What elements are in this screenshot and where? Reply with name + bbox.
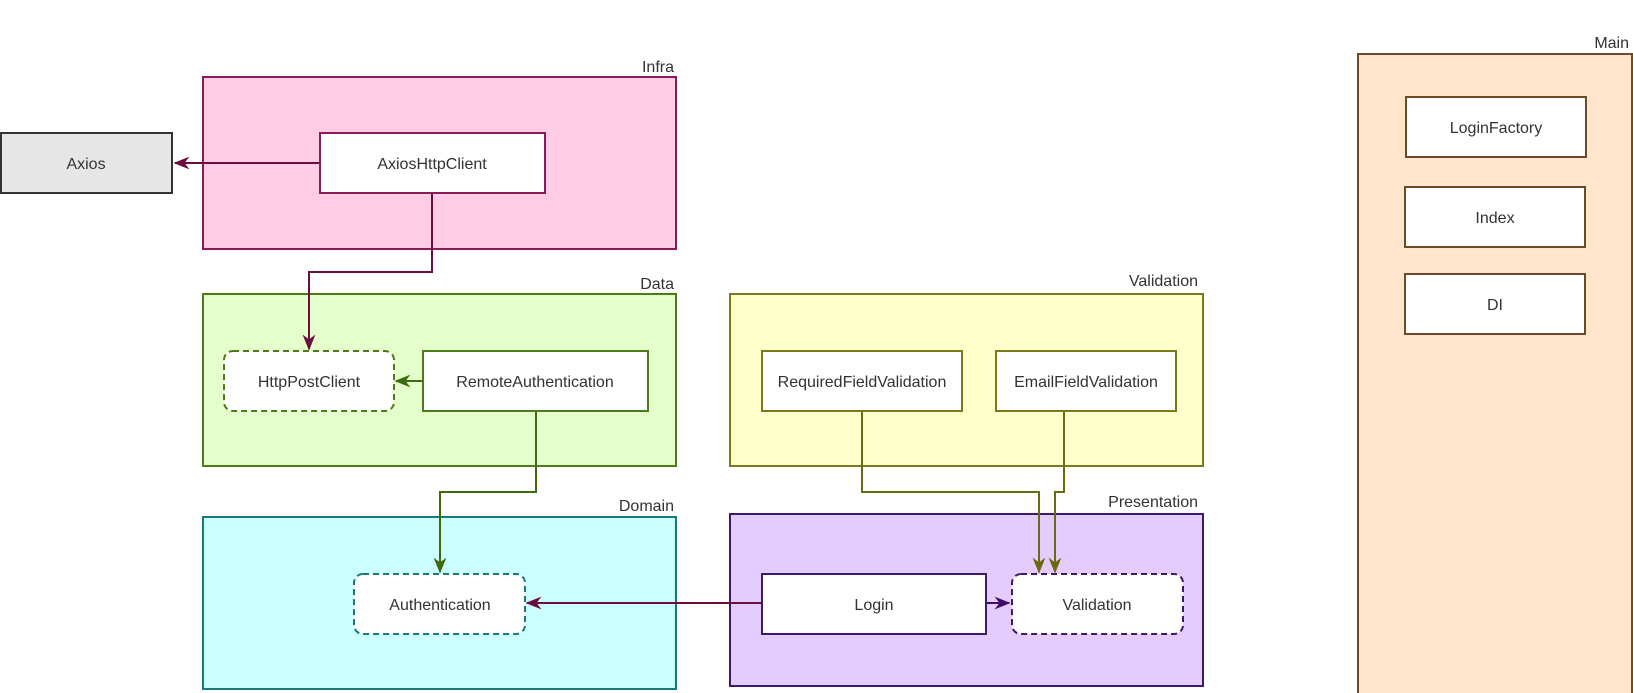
node-remote-authentication-label: RemoteAuthentication (456, 374, 613, 391)
node-axios[interactable]: Axios (0, 132, 173, 194)
node-required-field-validation-label: RequiredFieldValidation (778, 374, 947, 391)
node-axios-http-client[interactable]: AxiosHttpClient (319, 132, 546, 194)
node-login-factory[interactable]: LoginFactory (1405, 96, 1587, 158)
group-infra-label: Infra (642, 59, 674, 76)
group-main-label: Main (1594, 35, 1629, 52)
node-authentication-label: Authentication (389, 597, 490, 614)
node-required-field-validation-box[interactable] (761, 350, 963, 412)
node-index-label: Index (1475, 210, 1514, 227)
node-di-label: DI (1487, 297, 1503, 314)
node-login-box[interactable] (761, 573, 987, 635)
node-login-factory-label: LoginFactory (1450, 120, 1543, 137)
edge-remoteauth-to-authentication (433, 411, 537, 574)
edge-requiredfield-to-validation (861, 411, 1046, 574)
node-login-factory-box[interactable] (1405, 96, 1587, 158)
node-axios-label: Axios (66, 156, 105, 173)
group-presentation-label: Presentation (1108, 494, 1198, 511)
node-authentication-box[interactable] (353, 573, 526, 635)
group-data-label: Data (640, 276, 674, 293)
node-validation-box[interactable] (1011, 573, 1184, 635)
node-authentication[interactable]: Authentication (353, 573, 526, 635)
node-login[interactable]: Login (761, 573, 987, 635)
node-di-box[interactable] (1404, 273, 1586, 335)
edge-emailfield-to-validation (1048, 411, 1065, 574)
edge-axioshttpclient-to-httppostclient (302, 193, 433, 351)
node-http-post-client[interactable]: HttpPostClient (223, 350, 395, 412)
group-main-box (1357, 53, 1633, 693)
group-validation-label: Validation (1129, 273, 1198, 290)
group-domain-label: Domain (619, 498, 674, 515)
node-required-field-validation[interactable]: RequiredFieldValidation (761, 350, 963, 412)
node-validation-label: Validation (1062, 597, 1131, 614)
node-axios-box[interactable] (0, 132, 173, 194)
node-remote-authentication[interactable]: RemoteAuthentication (422, 350, 649, 412)
group-main: Main (1357, 35, 1633, 693)
node-email-field-validation-box[interactable] (995, 350, 1177, 412)
node-email-field-validation-label: EmailFieldValidation (1014, 374, 1158, 391)
node-http-post-client-label: HttpPostClient (258, 374, 361, 391)
node-axios-http-client-label: AxiosHttpClient (377, 156, 487, 173)
node-login-label: Login (854, 597, 893, 614)
node-validation[interactable]: Validation (1011, 573, 1184, 635)
node-index[interactable]: Index (1404, 186, 1586, 248)
node-index-box[interactable] (1404, 186, 1586, 248)
node-email-field-validation[interactable]: EmailFieldValidation (995, 350, 1177, 412)
node-http-post-client-box[interactable] (223, 350, 395, 412)
node-axios-http-client-box[interactable] (319, 132, 546, 194)
edges (173, 156, 1065, 610)
node-remote-authentication-box[interactable] (422, 350, 649, 412)
node-di[interactable]: DI (1404, 273, 1586, 335)
